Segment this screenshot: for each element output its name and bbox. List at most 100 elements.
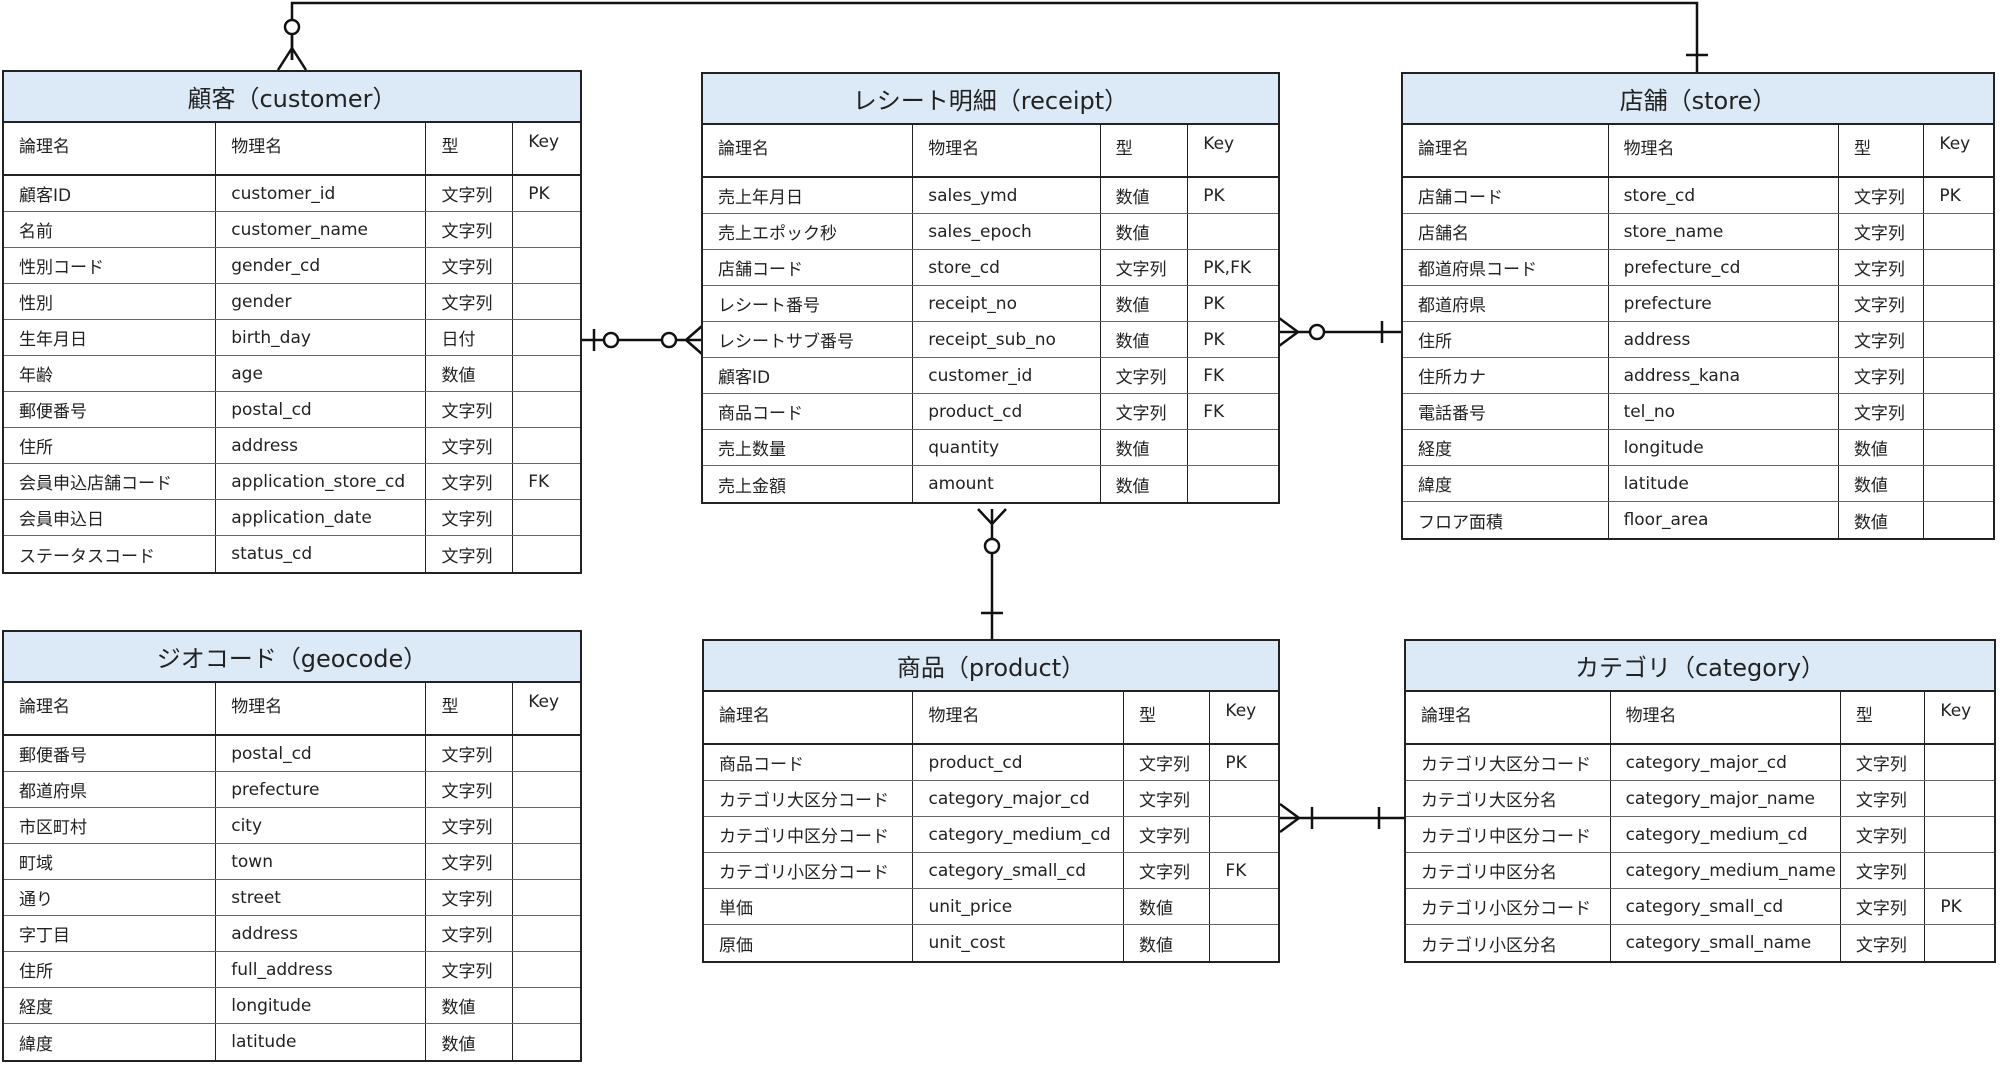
key-cell: PK [1203, 185, 1225, 206]
physical-name-cell: gender_cd [216, 248, 427, 283]
physical-name-cell: prefecture [1609, 286, 1839, 321]
entity-title: 商品（product） [704, 641, 1278, 692]
type-cell: 数値 [426, 1024, 514, 1060]
header-logical-name: 論理名 [1403, 125, 1609, 176]
logical-name-cell: カテゴリ中区分名 [1406, 853, 1611, 888]
physical-name-cell: store_name [1609, 214, 1839, 249]
header-logical-name: 論理名 [1406, 692, 1611, 743]
physical-name-cell: category_small_cd [1611, 889, 1841, 924]
key-cell [1924, 394, 1993, 429]
physical-name-cell: prefecture_cd [1609, 250, 1839, 285]
logical-name-cell: 経度 [1403, 430, 1609, 465]
key-cell: PK [1203, 293, 1225, 314]
physical-name-cell: longitude [1609, 430, 1839, 465]
logical-name-cell: カテゴリ大区分名 [1406, 781, 1611, 816]
type-cell: 数値 [1839, 466, 1925, 501]
type-cell: 数値 [426, 356, 514, 391]
header-key: Key [528, 692, 560, 712]
logical-name-cell: 年齢 [4, 356, 217, 391]
physical-name-cell: store_cd [913, 250, 1101, 285]
logical-name-cell: 店舗名 [1403, 214, 1609, 249]
logical-name-cell: フロア面積 [1403, 502, 1609, 538]
key-cell: FK [1203, 401, 1225, 422]
type-cell: 文字列 [426, 808, 514, 843]
key-cell: FK [528, 471, 550, 492]
key-cell [1924, 214, 1993, 249]
key-cell: PK [1225, 752, 1247, 773]
key-cell [513, 212, 580, 247]
key-cell: PK,FK [1203, 257, 1252, 278]
logical-name-cell: 顧客ID [4, 176, 217, 211]
type-cell: 文字列 [426, 392, 514, 427]
key-cell [1924, 430, 1993, 465]
physical-name-cell: category_small_name [1611, 925, 1841, 961]
physical-name-cell: address [216, 916, 427, 951]
logical-name-cell: 住所 [4, 952, 217, 987]
type-cell: 数値 [1839, 502, 1925, 538]
type-cell: 文字列 [1841, 889, 1926, 924]
type-cell: 文字列 [1839, 358, 1925, 393]
header-logical-name: 論理名 [4, 123, 217, 174]
relationship-customer-receipt [580, 325, 703, 355]
type-cell: 文字列 [426, 176, 514, 211]
type-cell: 文字列 [426, 916, 514, 951]
type-cell: 文字列 [1839, 322, 1925, 357]
header-logical-name: 論理名 [704, 692, 914, 743]
type-cell: 数値 [426, 988, 514, 1023]
header-logical-name: 論理名 [4, 683, 217, 734]
key-cell [1924, 286, 1993, 321]
type-cell: 数値 [1124, 925, 1211, 961]
header-physical-name: 物理名 [1609, 125, 1839, 176]
type-cell: 文字列 [1101, 358, 1189, 393]
key-cell [513, 1024, 580, 1060]
type-cell: 文字列 [1839, 250, 1925, 285]
type-cell: 文字列 [426, 212, 514, 247]
logical-name-cell: 会員申込日 [4, 500, 217, 535]
physical-name-cell: tel_no [1609, 394, 1839, 429]
type-cell: 数値 [1101, 178, 1189, 213]
type-cell: 数値 [1101, 430, 1189, 465]
key-cell [513, 880, 580, 915]
physical-name-cell: sales_epoch [913, 214, 1101, 249]
type-cell: 文字列 [426, 772, 514, 807]
logical-name-cell: 字丁目 [4, 916, 217, 951]
type-cell: 数値 [1101, 322, 1189, 357]
logical-name-cell: 顧客ID [703, 358, 914, 393]
key-cell [1924, 358, 1993, 393]
physical-name-cell: town [216, 844, 427, 879]
logical-name-cell: 性別コード [4, 248, 217, 283]
type-cell: 文字列 [426, 428, 514, 463]
type-cell: 文字列 [426, 500, 514, 535]
physical-name-cell: receipt_no [913, 286, 1101, 321]
physical-name-cell: floor_area [1609, 502, 1839, 538]
logical-name-cell: 売上年月日 [703, 178, 914, 213]
physical-name-cell: postal_cd [216, 736, 427, 771]
physical-name-cell: quantity [913, 430, 1101, 465]
physical-name-cell: gender [216, 284, 427, 319]
type-cell: 文字列 [426, 736, 514, 771]
header-type: 型 [1101, 125, 1189, 176]
physical-name-cell: receipt_sub_no [913, 322, 1101, 357]
header-key: Key [528, 132, 560, 152]
logical-name-cell: 都道府県コード [1403, 250, 1609, 285]
physical-name-cell: application_store_cd [216, 464, 427, 499]
physical-name-cell: category_major_cd [913, 781, 1124, 816]
key-cell [513, 736, 580, 771]
